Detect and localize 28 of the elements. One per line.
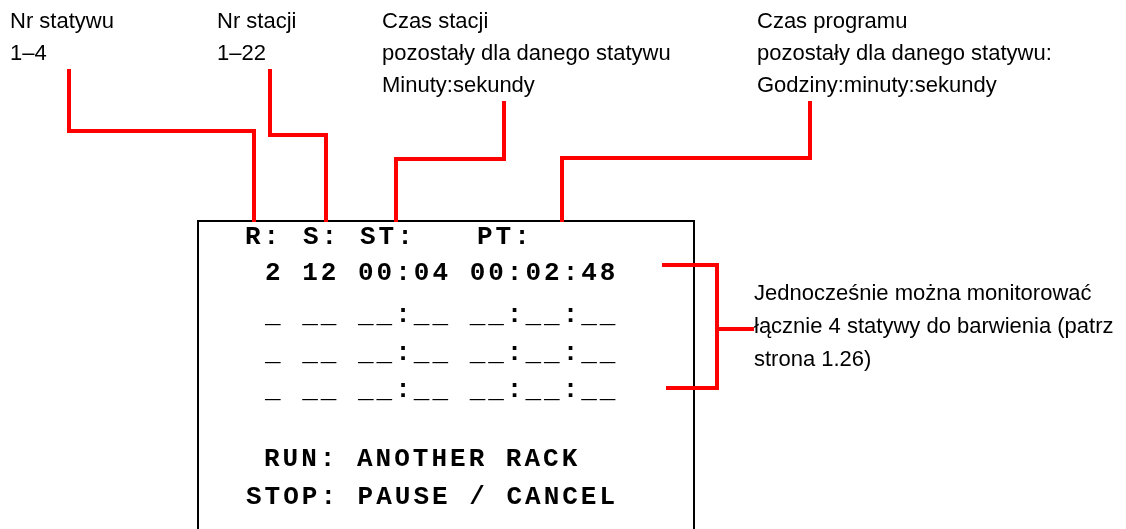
screen-text: _ __ __:__ __:__:__ bbox=[265, 300, 619, 330]
screen-text: _ __ __:__ __:__:__ bbox=[265, 338, 619, 368]
annotation-text: Nr statywu bbox=[10, 7, 114, 35]
leader-line bbox=[67, 69, 256, 222]
annotation-text: Minuty:sekundy bbox=[382, 71, 536, 99]
annotation-text: Czas stacji bbox=[382, 7, 490, 35]
screen-text: STOP: PAUSE / CANCEL bbox=[246, 482, 619, 512]
leader-line bbox=[717, 327, 754, 331]
annotation-text: 1–22 bbox=[217, 39, 267, 67]
annotation-text: Nr stacji bbox=[217, 7, 297, 35]
screen-field-label: PT: bbox=[477, 222, 627, 252]
screen-field-label: S: bbox=[303, 222, 341, 252]
leader-line bbox=[268, 69, 328, 222]
screen-field-label: R: bbox=[245, 222, 283, 252]
annotation-text: Godziny:minuty:sekundy bbox=[757, 71, 998, 99]
bracket bbox=[660, 263, 719, 390]
annotation-text: Jednocześnie można monitorować łącznie 4 statywy do barwienia (patrz strona 1.26) bbox=[754, 279, 1115, 373]
leader-line bbox=[394, 101, 506, 222]
screen-text: _ __ __:__ __:__:__ bbox=[265, 375, 619, 405]
screen-text: 2 12 00:04 00:02:48 bbox=[265, 258, 619, 288]
display-screen bbox=[197, 220, 695, 529]
leader-line bbox=[560, 101, 812, 222]
screen-field-label: ST: bbox=[360, 222, 416, 252]
screen-text: RUN: ANOTHER RACK bbox=[264, 444, 581, 474]
annotation-text: 1–4 bbox=[10, 39, 48, 67]
annotation-text: pozostały dla danego statywu: bbox=[757, 39, 1052, 67]
annotation-text: pozostały dla danego statywu bbox=[382, 39, 671, 67]
annotation-text: Czas programu bbox=[757, 7, 909, 35]
